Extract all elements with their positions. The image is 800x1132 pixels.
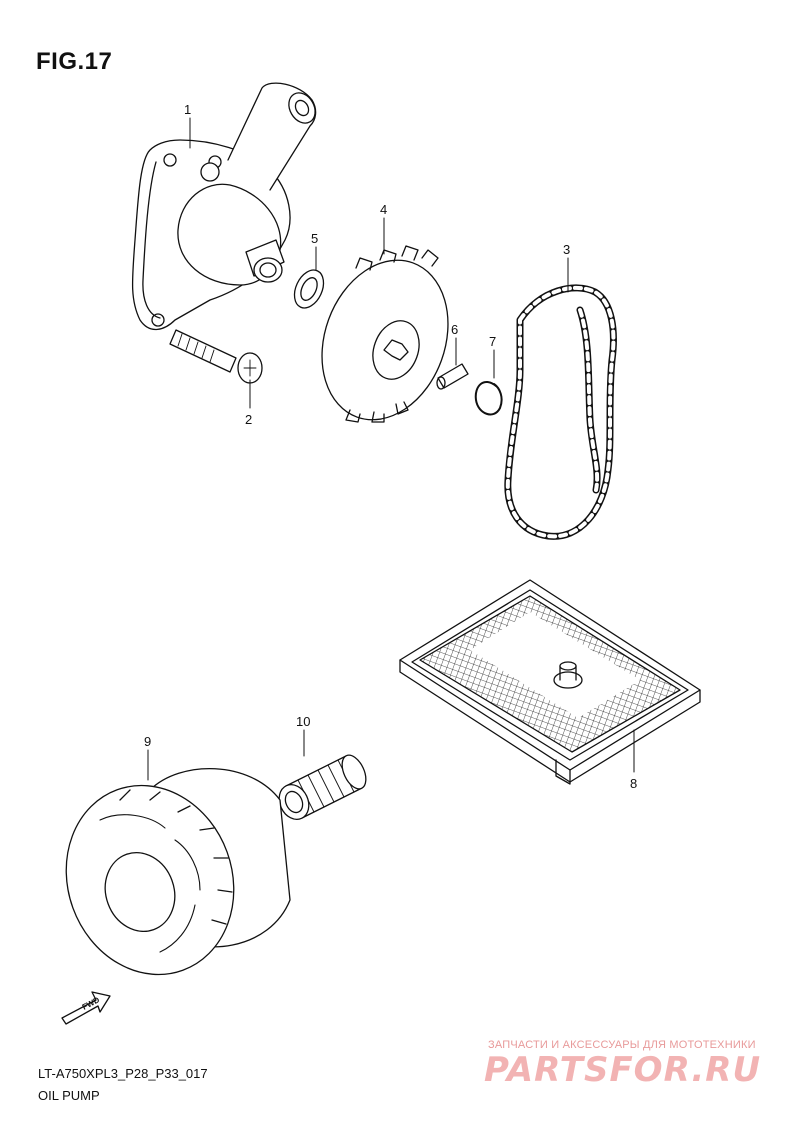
oil-strainer-drawing <box>399 579 701 785</box>
part-label-1: 1 <box>184 102 191 117</box>
part-label-9: 9 <box>144 734 151 749</box>
figure-caption: OIL PUMP <box>38 1088 100 1103</box>
circlip-drawing <box>474 381 503 416</box>
oil-filter-drawing <box>65 767 291 976</box>
washer-drawing <box>293 269 325 309</box>
part-label-10: 10 <box>296 714 310 729</box>
watermark-logo: PARTSFOR.RU <box>484 1050 762 1090</box>
part-label-6: 6 <box>451 322 458 337</box>
part-label-2: 2 <box>245 412 252 427</box>
oil-filter-union-drawing <box>278 754 367 821</box>
fwd-arrow-icon <box>61 991 111 1025</box>
part-label-8: 8 <box>630 776 637 791</box>
pin-drawing <box>436 363 469 390</box>
oil-pump-assembly-drawing <box>131 82 317 331</box>
drive-chain-drawing <box>504 284 617 540</box>
figure-title: FIG.17 <box>36 48 113 75</box>
figure-code: LT-A750XPL3_P28_P33_017 <box>38 1066 208 1081</box>
driven-gear-drawing <box>321 245 449 423</box>
bolt-drawing <box>169 329 263 384</box>
part-label-7: 7 <box>489 334 496 349</box>
part-label-4: 4 <box>380 202 387 217</box>
watermark-text: ЗАПЧАСТИ И АКСЕССУАРЫ ДЛЯ МОТОТЕХНИКИ <box>488 1039 756 1051</box>
part-label-5: 5 <box>311 231 318 246</box>
leader-lines <box>147 117 635 781</box>
part-label-3: 3 <box>563 242 570 257</box>
